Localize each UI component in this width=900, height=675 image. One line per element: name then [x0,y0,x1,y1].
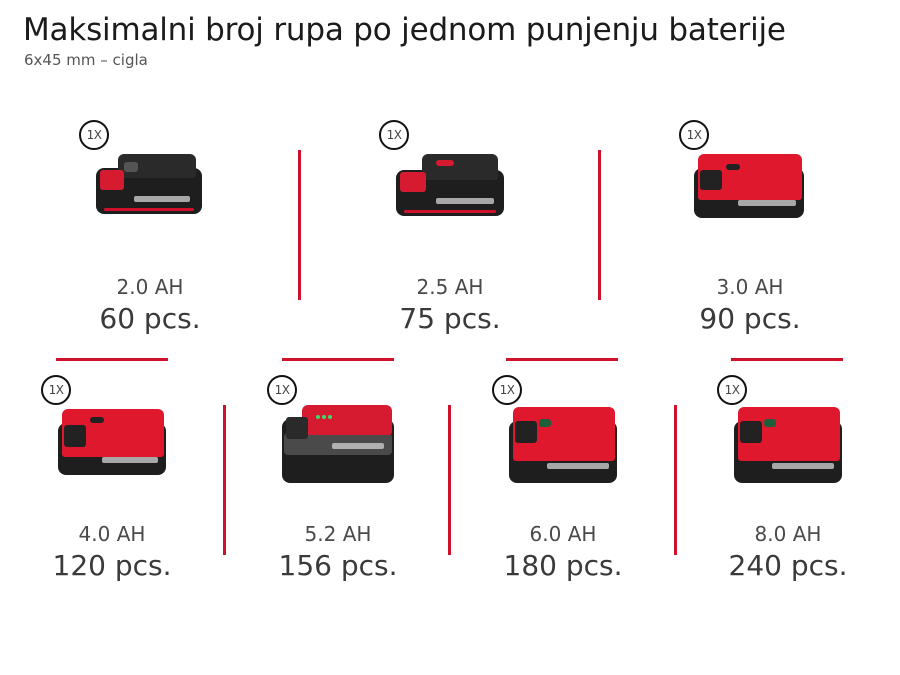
battery-card-4-0ah: 1X 4.0 AH 120 pcs. [2,365,222,585]
holes-count: 75 pcs. [399,302,501,335]
page-title: Maksimalni broj rupa po jednom punjenju … [23,12,786,48]
quantity-badge: 1X [492,375,522,405]
holes-count: 240 pcs. [728,549,848,582]
holes-count: 180 pcs. [503,549,623,582]
quantity-badge: 1X [717,375,747,405]
holes-count: 90 pcs. [699,302,801,335]
battery-card-5-2ah: 1X 5.2 AH 156 pcs. [228,365,448,585]
quantity-badge: 1X [379,120,409,150]
capacity-label: 3.0 AH [716,275,784,299]
battery-pack-icon [96,152,204,216]
holes-count: 60 pcs. [99,302,201,335]
battery-pack-icon [58,405,168,477]
divider-vertical [298,150,301,300]
capacity-label: 5.2 AH [304,522,372,546]
battery-pack-icon [509,405,619,485]
divider-vertical [448,405,451,555]
battery-card-6-0ah: 1X 6.0 AH 180 pcs. [453,365,673,585]
divider-vertical [223,405,226,555]
divider-vertical [598,150,601,300]
battery-pack-icon [396,152,506,218]
battery-card-2-0ah: 1X 2.0 AH 60 pcs. [40,110,260,335]
quantity-badge: 1X [41,375,71,405]
holes-count: 156 pcs. [278,549,398,582]
battery-card-2-5ah: 1X 2.5 AH 75 pcs. [340,110,560,335]
battery-pack-icon [282,403,396,485]
capacity-label: 4.0 AH [78,522,146,546]
battery-card-3-0ah: 1X 3.0 AH 90 pcs. [640,110,860,335]
capacity-label: 8.0 AH [754,522,822,546]
battery-pack-icon [734,405,844,485]
quantity-badge: 1X [79,120,109,150]
battery-pack-icon [694,150,806,220]
page-subtitle: 6x45 mm – cigla [24,51,148,69]
capacity-label: 2.0 AH [116,275,184,299]
divider-horizontal [282,358,394,361]
battery-card-8-0ah: 1X 8.0 AH 240 pcs. [678,365,898,585]
quantity-badge: 1X [267,375,297,405]
divider-horizontal [56,358,168,361]
holes-count: 120 pcs. [52,549,172,582]
capacity-label: 2.5 AH [416,275,484,299]
divider-horizontal [506,358,618,361]
divider-vertical [674,405,677,555]
quantity-badge: 1X [679,120,709,150]
capacity-label: 6.0 AH [529,522,597,546]
divider-horizontal [731,358,843,361]
